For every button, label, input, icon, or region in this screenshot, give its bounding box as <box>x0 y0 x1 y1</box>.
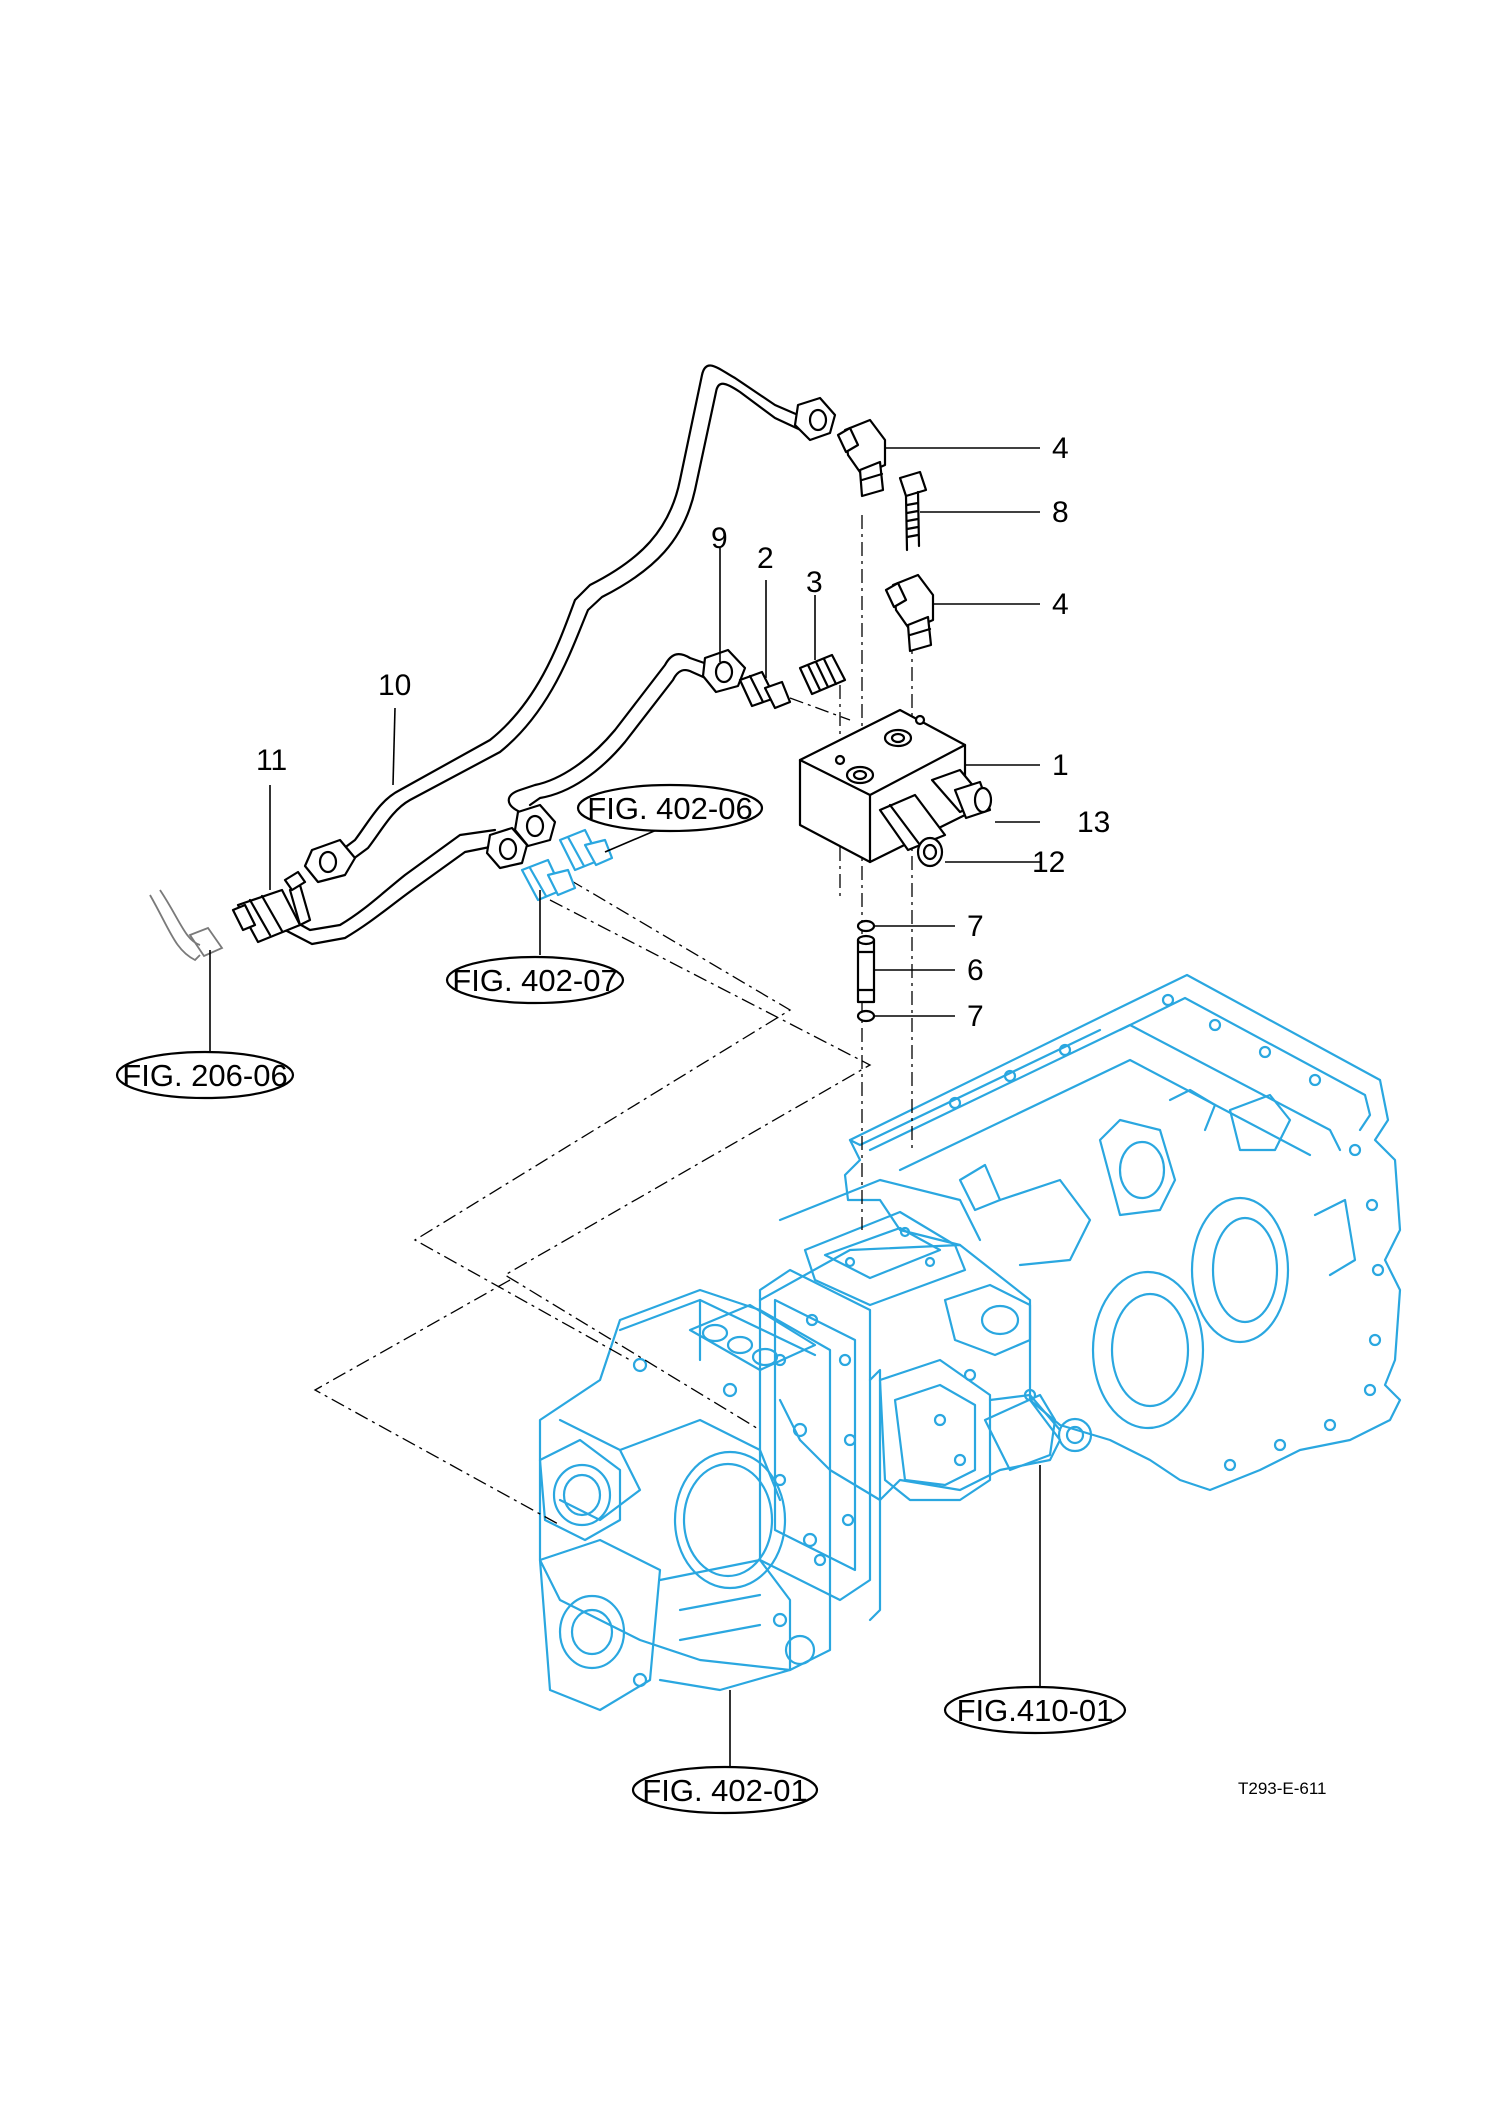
pipe-nut-10b <box>793 396 837 442</box>
pipe-nut-11b <box>485 826 529 870</box>
fig-ref-410-01[interactable]: FIG.410-01 <box>943 1685 1127 1735</box>
pipe-9 <box>507 653 712 814</box>
elbow-fitting-4a <box>836 418 887 498</box>
fig-ref-206-06-label: FIG. 206-06 <box>122 1058 287 1093</box>
fig-ref-206-06[interactable]: FIG. 206-06 <box>115 1050 295 1100</box>
adapter-402-06 <box>558 828 614 872</box>
callout-12: 12 <box>1032 846 1065 879</box>
union-fitting-11 <box>231 870 312 944</box>
o-ring-7a <box>856 919 876 933</box>
sleeve-6 <box>856 934 876 1004</box>
fig-ref-402-01-label: FIG. 402-01 <box>642 1773 807 1808</box>
callout-2: 2 <box>757 542 774 575</box>
callout-11: 11 <box>256 744 287 777</box>
bolt-8 <box>898 470 928 552</box>
pipe-11-lower <box>283 828 502 946</box>
transmission-case-reference <box>538 973 1402 1712</box>
fig-ref-402-06-label: FIG. 402-06 <box>587 791 752 826</box>
ghost-hose-206-06 <box>149 889 224 962</box>
fig-ref-402-06[interactable]: FIG. 402-06 <box>576 783 764 833</box>
callout-6: 6 <box>967 954 984 987</box>
o-ring-7b <box>856 1009 876 1023</box>
callout-10: 10 <box>378 669 411 702</box>
pipe-nut-10a <box>303 838 357 884</box>
leader-lines <box>209 447 1041 1770</box>
callout-9: 9 <box>711 522 728 555</box>
fig-ref-402-01[interactable]: FIG. 402-01 <box>631 1765 819 1815</box>
pipe-10 <box>333 364 807 867</box>
fig-ref-410-01-label: FIG.410-01 <box>957 1693 1114 1728</box>
callout-13: 13 <box>1077 806 1110 839</box>
callout-4-upper: 4 <box>1052 432 1069 465</box>
pipe-nut-9a <box>701 648 747 694</box>
adapter-402-07 <box>520 858 577 902</box>
callout-8: 8 <box>1052 496 1069 529</box>
drawing-code: T293-E-611 <box>1238 1779 1327 1798</box>
solenoid-13 <box>930 768 993 820</box>
callout-numbers: 4 8 4 9 2 3 1 10 11 13 12 7 6 7 <box>256 432 1110 1033</box>
solenoid-12 <box>878 793 947 868</box>
callout-3: 3 <box>806 566 823 599</box>
callout-1: 1 <box>1052 749 1069 782</box>
plug-3 <box>798 653 847 696</box>
callout-7-upper: 7 <box>967 910 984 943</box>
callout-4-lower: 4 <box>1052 588 1069 621</box>
connector-2 <box>738 670 792 710</box>
fig-ref-402-07-label: FIG. 402-07 <box>452 963 617 998</box>
callout-7-lower: 7 <box>967 1000 984 1033</box>
fig-ref-402-07[interactable]: FIG. 402-07 <box>445 955 625 1005</box>
elbow-fitting-4b <box>884 573 935 653</box>
